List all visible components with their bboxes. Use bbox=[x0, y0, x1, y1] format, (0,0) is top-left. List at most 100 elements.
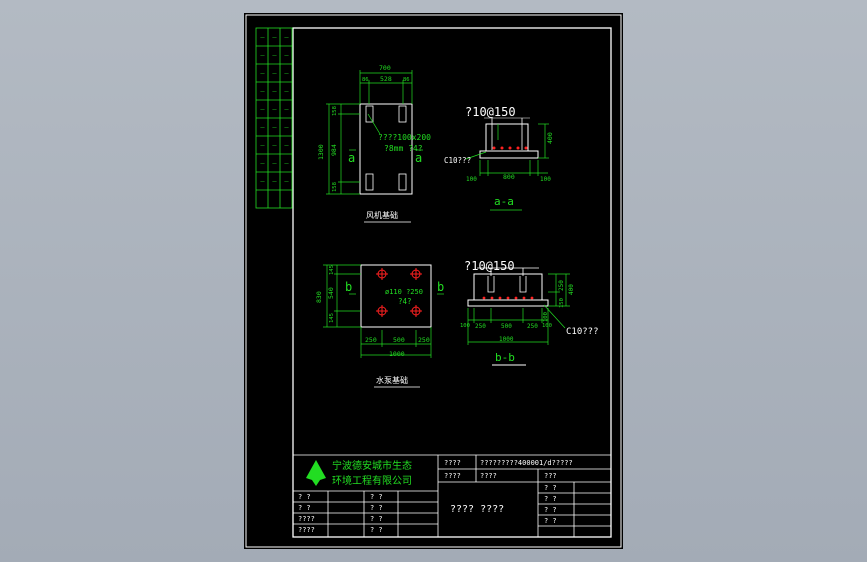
fan-note-line2: ?8mm ?4? bbox=[384, 144, 423, 153]
pump-section-mark-right: b bbox=[437, 280, 444, 294]
tb-sig-mid-2: ? ? bbox=[370, 504, 383, 512]
section-b-dim-right-top: 250 bbox=[558, 280, 565, 291]
section-b-b: ?10@150 250 400 150 100 100 250 500 250 … bbox=[460, 259, 599, 366]
outer-frame bbox=[245, 14, 622, 548]
fan-dim-top-left: 86 bbox=[362, 77, 369, 83]
tb-right-row-2: ? ? bbox=[544, 495, 557, 503]
svg-text:ー: ー bbox=[284, 108, 289, 114]
fan-dim-left-total: 1300 bbox=[317, 144, 325, 160]
tb-right-row-1: ? ? bbox=[544, 484, 557, 492]
fan-dim-top-total: 700 bbox=[379, 64, 391, 72]
section-a-dim-left: 100 bbox=[466, 176, 477, 183]
fan-dim-left-top: 158 bbox=[332, 106, 338, 116]
svg-text:ー: ー bbox=[272, 36, 277, 42]
svg-text:ー: ー bbox=[272, 126, 277, 132]
section-a-dim-right: 100 bbox=[540, 176, 551, 183]
fan-dim-top-right: 86 bbox=[403, 77, 410, 83]
tb-project-value: ?????????400001/d????? bbox=[480, 459, 573, 467]
svg-text:ー: ー bbox=[260, 180, 265, 186]
section-b-dim-bot-mid: 500 bbox=[501, 323, 512, 330]
svg-text:ー: ー bbox=[284, 36, 289, 42]
pump-dim-bot-mid: 500 bbox=[393, 336, 405, 344]
svg-text:ー: ー bbox=[272, 162, 277, 168]
pump-dim-left-total: 830 bbox=[315, 291, 323, 303]
tb-sig-row-3: ???? bbox=[298, 515, 315, 523]
pump-dim-left-bot: 145 bbox=[329, 313, 335, 323]
svg-text:ー: ー bbox=[260, 72, 265, 78]
tb-sig-row-2: ? ? bbox=[298, 504, 311, 512]
fan-foundation-plan: 700 86 528 86 1300 158 984 158 ????100x2… bbox=[317, 64, 431, 223]
fan-section-mark-left: a bbox=[348, 151, 355, 165]
svg-text:ー: ー bbox=[260, 108, 265, 114]
section-b-dim-bot-left: 250 bbox=[475, 323, 486, 330]
tb-drawing-name: ???? ???? bbox=[450, 504, 504, 515]
fan-foundation-title: 风机基础 bbox=[366, 210, 398, 220]
pump-dim-left-mid: 540 bbox=[327, 287, 335, 299]
margin-grid bbox=[255, 27, 293, 209]
svg-text:ー: ー bbox=[284, 162, 289, 168]
section-b-concrete: C10??? bbox=[566, 327, 599, 337]
tb-right-row-3: ? ? bbox=[544, 506, 557, 514]
section-a-height: 400 bbox=[546, 132, 554, 144]
section-a-rebar: ?10@150 bbox=[465, 105, 516, 119]
pump-dim-bot-right: 250 bbox=[418, 336, 430, 344]
svg-text:ー: ー bbox=[284, 54, 289, 60]
tb-sub-label: ???? bbox=[444, 472, 461, 480]
section-a-a: ?10@150 400 C10??? 100 800 100 a-a bbox=[444, 105, 554, 211]
title-block: 宁波德安城市生态 环境工程有限公司 ???? ?????????400001/d… bbox=[293, 454, 611, 537]
section-b-rebar: ?10@150 bbox=[464, 259, 515, 273]
svg-text:ー: ー bbox=[284, 90, 289, 96]
company-name-line1: 宁波德安城市生态 bbox=[332, 459, 412, 472]
tb-right-row-4: ? ? bbox=[544, 517, 557, 525]
section-b-dim-bot-right-small: 100 bbox=[542, 323, 552, 329]
tb-sig-row-1: ? ? bbox=[298, 493, 311, 501]
pump-dim-bot-left: 250 bbox=[365, 336, 377, 344]
svg-text:ー: ー bbox=[284, 180, 289, 186]
section-b-dim-right-small: 100 bbox=[543, 312, 549, 322]
margin-grid-marks: ーーー ーーー ーーー ーーー ーーー ーーー ーーー ーーー ーーー bbox=[260, 36, 289, 186]
pump-foundation-plan: 830 145 540 145 ø110 ?250 ?4? b b 250 50… bbox=[315, 264, 444, 388]
fan-note-line1: ????100x200 bbox=[378, 133, 431, 142]
fan-dim-left-bot: 158 bbox=[332, 182, 338, 192]
pump-foundation-title: 水泵基础 bbox=[376, 375, 408, 385]
paper-background bbox=[244, 13, 623, 549]
svg-text:ー: ー bbox=[260, 162, 265, 168]
section-b-dim-bot-left-small: 100 bbox=[460, 323, 470, 329]
section-a-concrete: C10??? bbox=[444, 156, 471, 165]
svg-text:ー: ー bbox=[260, 36, 265, 42]
tb-project-label: ???? bbox=[444, 459, 461, 467]
tb-sig-row-4: ???? bbox=[298, 526, 315, 534]
svg-text:ー: ー bbox=[272, 180, 277, 186]
tb-sig-mid-4: ? ? bbox=[370, 526, 383, 534]
section-b-dim-right-bot: 150 bbox=[559, 298, 565, 308]
svg-text:ー: ー bbox=[260, 90, 265, 96]
svg-text:ー: ー bbox=[272, 108, 277, 114]
fan-section-mark-right: a bbox=[415, 151, 422, 165]
company-name-line2: 环境工程有限公司 bbox=[332, 474, 412, 487]
pump-note-line1: ø110 ?250 bbox=[385, 288, 423, 296]
pump-section-mark-left: b bbox=[345, 280, 352, 294]
svg-text:ー: ー bbox=[284, 72, 289, 78]
section-b-dim-bot-right: 250 bbox=[527, 323, 538, 330]
svg-text:ー: ー bbox=[272, 54, 277, 60]
section-b-dim-right-total: 400 bbox=[568, 284, 575, 295]
svg-text:ー: ー bbox=[260, 54, 265, 60]
tb-sig-mid-1: ? ? bbox=[370, 493, 383, 501]
svg-text:ー: ー bbox=[260, 144, 265, 150]
pump-dim-left-top: 145 bbox=[329, 265, 335, 275]
section-a-dim-mid: 800 bbox=[503, 173, 515, 181]
fan-dim-top-mid: 528 bbox=[380, 75, 392, 83]
svg-text:ー: ー bbox=[272, 144, 277, 150]
svg-text:ー: ー bbox=[260, 126, 265, 132]
svg-text:ー: ー bbox=[272, 90, 277, 96]
pump-dim-bot-total: 1000 bbox=[389, 350, 405, 358]
section-b-dim-bot-total: 1000 bbox=[499, 336, 514, 343]
tb-right-label: ??? bbox=[544, 472, 557, 480]
section-b-label: b-b bbox=[495, 351, 515, 364]
tb-sub-value: ???? bbox=[480, 472, 497, 480]
tb-sig-mid-3: ? ? bbox=[370, 515, 383, 523]
svg-text:ー: ー bbox=[284, 144, 289, 150]
svg-text:ー: ー bbox=[272, 72, 277, 78]
